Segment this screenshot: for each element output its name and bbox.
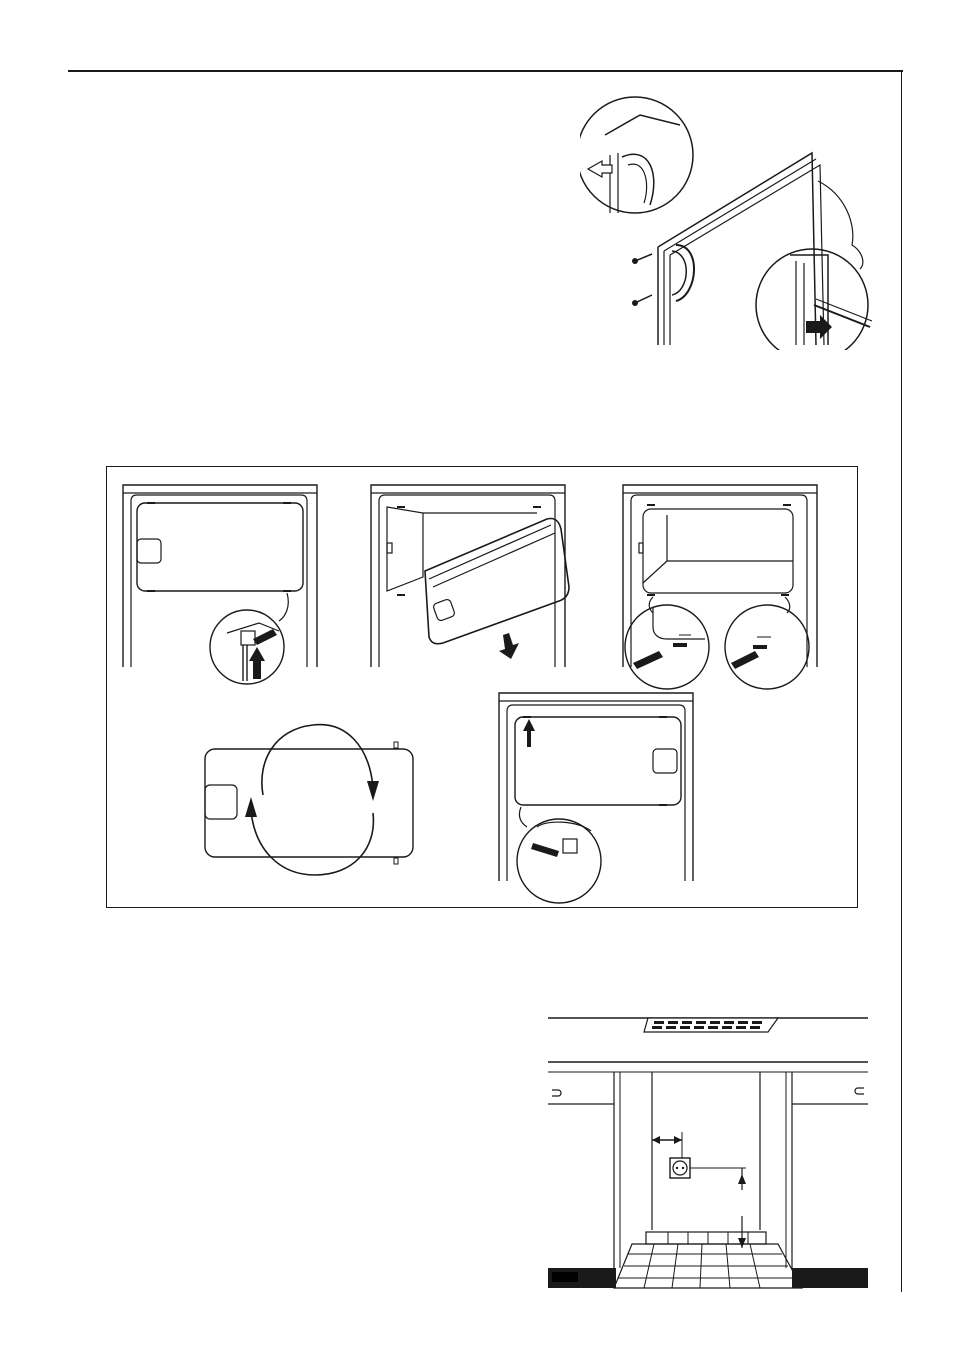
vent-grille-icon: [644, 1018, 778, 1032]
step-4-illustration: [205, 725, 413, 875]
installation-niche-illustration: [548, 1012, 870, 1292]
step-2-illustration: [371, 485, 569, 667]
step-5-illustration: [499, 693, 693, 903]
power-socket-icon: [670, 1158, 690, 1178]
door-reversal-sequence: [106, 466, 858, 908]
screw-icon: [632, 254, 652, 306]
step-1-illustration: [123, 485, 317, 684]
header-rule: [68, 70, 903, 72]
right-margin-rule: [901, 70, 902, 1292]
door-handle-removal-illustration: [580, 95, 880, 350]
step-3-illustration: [623, 485, 817, 689]
